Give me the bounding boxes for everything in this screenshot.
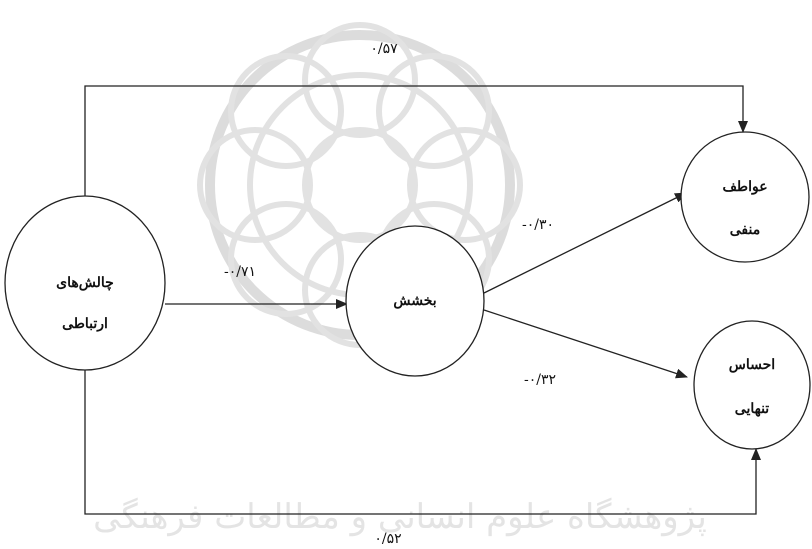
coef-challenges-to-negative-emotions: ۰/۵۷ xyxy=(370,41,398,57)
edge-challenges-to-loneliness xyxy=(84,370,761,515)
coef-challenges-to-forgiveness: -۰/۷۱ xyxy=(224,264,256,280)
node-negative-emotions-line2: منفی xyxy=(730,222,760,238)
edge-forgiveness-to-negative-emotions xyxy=(483,192,687,294)
node-loneliness: احساس تنهایی xyxy=(693,320,811,450)
node-negative-emotions: عواطف منفی xyxy=(680,131,810,263)
node-negative-emotions-line1: عواطف xyxy=(722,179,767,195)
node-communication-challenges: چالش‌های ارتباطی xyxy=(4,195,166,371)
node-loneliness-line2: تنهایی xyxy=(735,401,770,417)
coef-forgiveness-to-loneliness: -۰/۳۲ xyxy=(524,372,556,388)
edge-challenges-to-negative-emotions xyxy=(84,85,748,196)
node-communication-challenges-line2: ارتباطی xyxy=(62,316,108,332)
coef-challenges-to-loneliness: ۰/۵۲ xyxy=(374,531,401,547)
node-communication-challenges-line1: چالش‌های xyxy=(56,275,114,291)
watermark-text: پژوهشگاه علوم انسانی و مطالعات فرهنگی xyxy=(93,497,707,537)
edge-forgiveness-to-loneliness xyxy=(483,309,688,379)
node-forgiveness: بخشش xyxy=(345,225,485,377)
coef-forgiveness-to-negative-emotions: -۰/۳۰ xyxy=(522,217,554,233)
node-loneliness-line1: احساس xyxy=(729,357,775,373)
node-forgiveness-label: بخشش xyxy=(393,293,436,309)
